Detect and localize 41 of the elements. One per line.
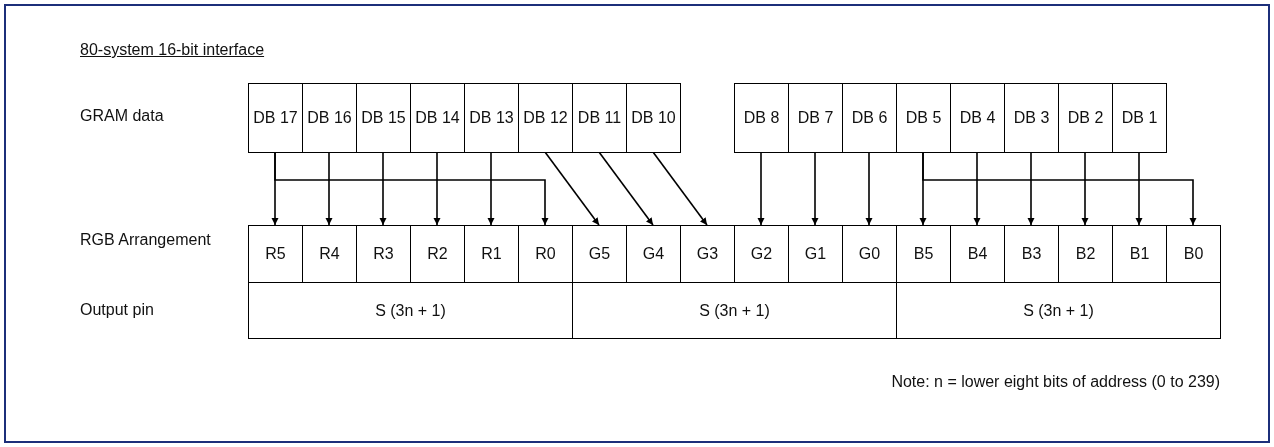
data-bit-box: DB 5 — [896, 83, 951, 153]
arrow — [1027, 151, 1035, 226]
arrow — [598, 151, 654, 226]
arrow — [973, 151, 981, 226]
arrow — [544, 151, 600, 226]
arrow — [757, 151, 765, 226]
row-label: GRAM data — [80, 106, 165, 126]
data-bit-box: DB 1 — [1112, 83, 1167, 153]
data-bit-box: DB 6 — [842, 83, 897, 153]
arrow — [811, 151, 819, 226]
arrow — [652, 151, 708, 226]
data-bit-box: DB 14 — [410, 83, 465, 153]
color-bit-cell: B0 — [1166, 225, 1221, 283]
arrow — [433, 151, 441, 226]
arrow — [865, 151, 873, 226]
data-bit-box: DB 12 — [518, 83, 573, 153]
color-bit-cell: R5 — [248, 225, 303, 283]
arrow — [922, 151, 1197, 226]
arrow — [325, 151, 333, 226]
output-pin-cell: S (3n + 1) — [248, 282, 573, 339]
data-bit-box: DB 8 — [734, 83, 789, 153]
row-label: RGB Arrangement — [80, 230, 212, 250]
note-text: Note: n = lower eight bits of address (0 to 239) — [890, 372, 1220, 392]
arrow — [1135, 151, 1143, 226]
diagram-title: 80-system 16-bit interface — [80, 40, 265, 60]
data-bit-box: DB 13 — [464, 83, 519, 153]
arrow — [274, 151, 549, 226]
data-bit-box: DB 2 — [1058, 83, 1113, 153]
data-bit-box: DB 10 — [626, 83, 681, 153]
arrow — [1081, 151, 1089, 226]
data-bit-box: DB 4 — [950, 83, 1005, 153]
data-bit-box: DB 3 — [1004, 83, 1059, 153]
data-bit-box: DB 16 — [302, 83, 357, 153]
data-bit-box: DB 11 — [572, 83, 627, 153]
arrow — [379, 151, 387, 226]
data-bit-box: DB 15 — [356, 83, 411, 153]
data-bit-box: DB 7 — [788, 83, 843, 153]
arrow — [487, 151, 495, 226]
output-pin-cell: S (3n + 1) — [896, 282, 1221, 339]
row-label: Output pin — [80, 300, 155, 320]
data-bit-box: DB 17 — [248, 83, 303, 153]
